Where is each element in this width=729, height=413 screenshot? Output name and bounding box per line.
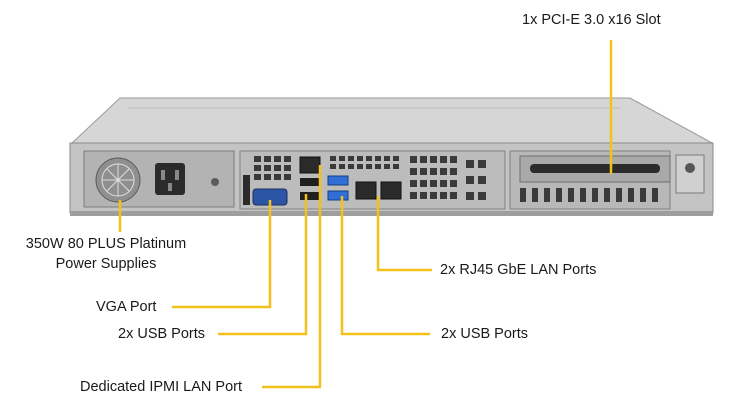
io-panel — [239, 150, 506, 210]
label-rj45-ports: 2x RJ45 GbE LAN Ports — [440, 262, 597, 278]
usb-port-left-1 — [300, 178, 320, 186]
usb-port-left-2 — [300, 192, 320, 200]
pcie-bracket-slot — [530, 164, 660, 173]
leader-usb-right — [340, 196, 430, 336]
label-psu-line1: 350W 80 PLUS Platinum — [25, 236, 187, 252]
ipmi-lan-port — [299, 156, 321, 174]
power-supply-module — [83, 150, 235, 208]
usb-port-right-1 — [327, 175, 349, 186]
leader-usb-left — [218, 194, 308, 336]
label-vga-port: VGA Port — [96, 299, 157, 315]
rj45-port-1 — [355, 181, 377, 200]
leader-rj45 — [376, 196, 432, 272]
usb-port-right-2 — [327, 190, 349, 201]
leader-vga — [172, 200, 272, 309]
label-psu-line2: Power Supplies — [55, 256, 157, 272]
label-pcie-slot: 1x PCI-E 3.0 x16 Slot — [522, 12, 661, 28]
chassis-top-lid — [70, 97, 713, 144]
leader-ipmi — [262, 165, 322, 389]
pcie-slot-area — [509, 150, 705, 210]
label-usb-ports-left: 2x USB Ports — [118, 326, 206, 342]
label-usb-ports-right: 2x USB Ports — [441, 326, 529, 342]
callout-leaders — [118, 40, 613, 389]
chassis-bottom-edge — [70, 211, 713, 216]
label-ipmi-lan-port: Dedicated IPMI LAN Port — [80, 379, 242, 395]
rj45-port-2 — [380, 181, 402, 200]
